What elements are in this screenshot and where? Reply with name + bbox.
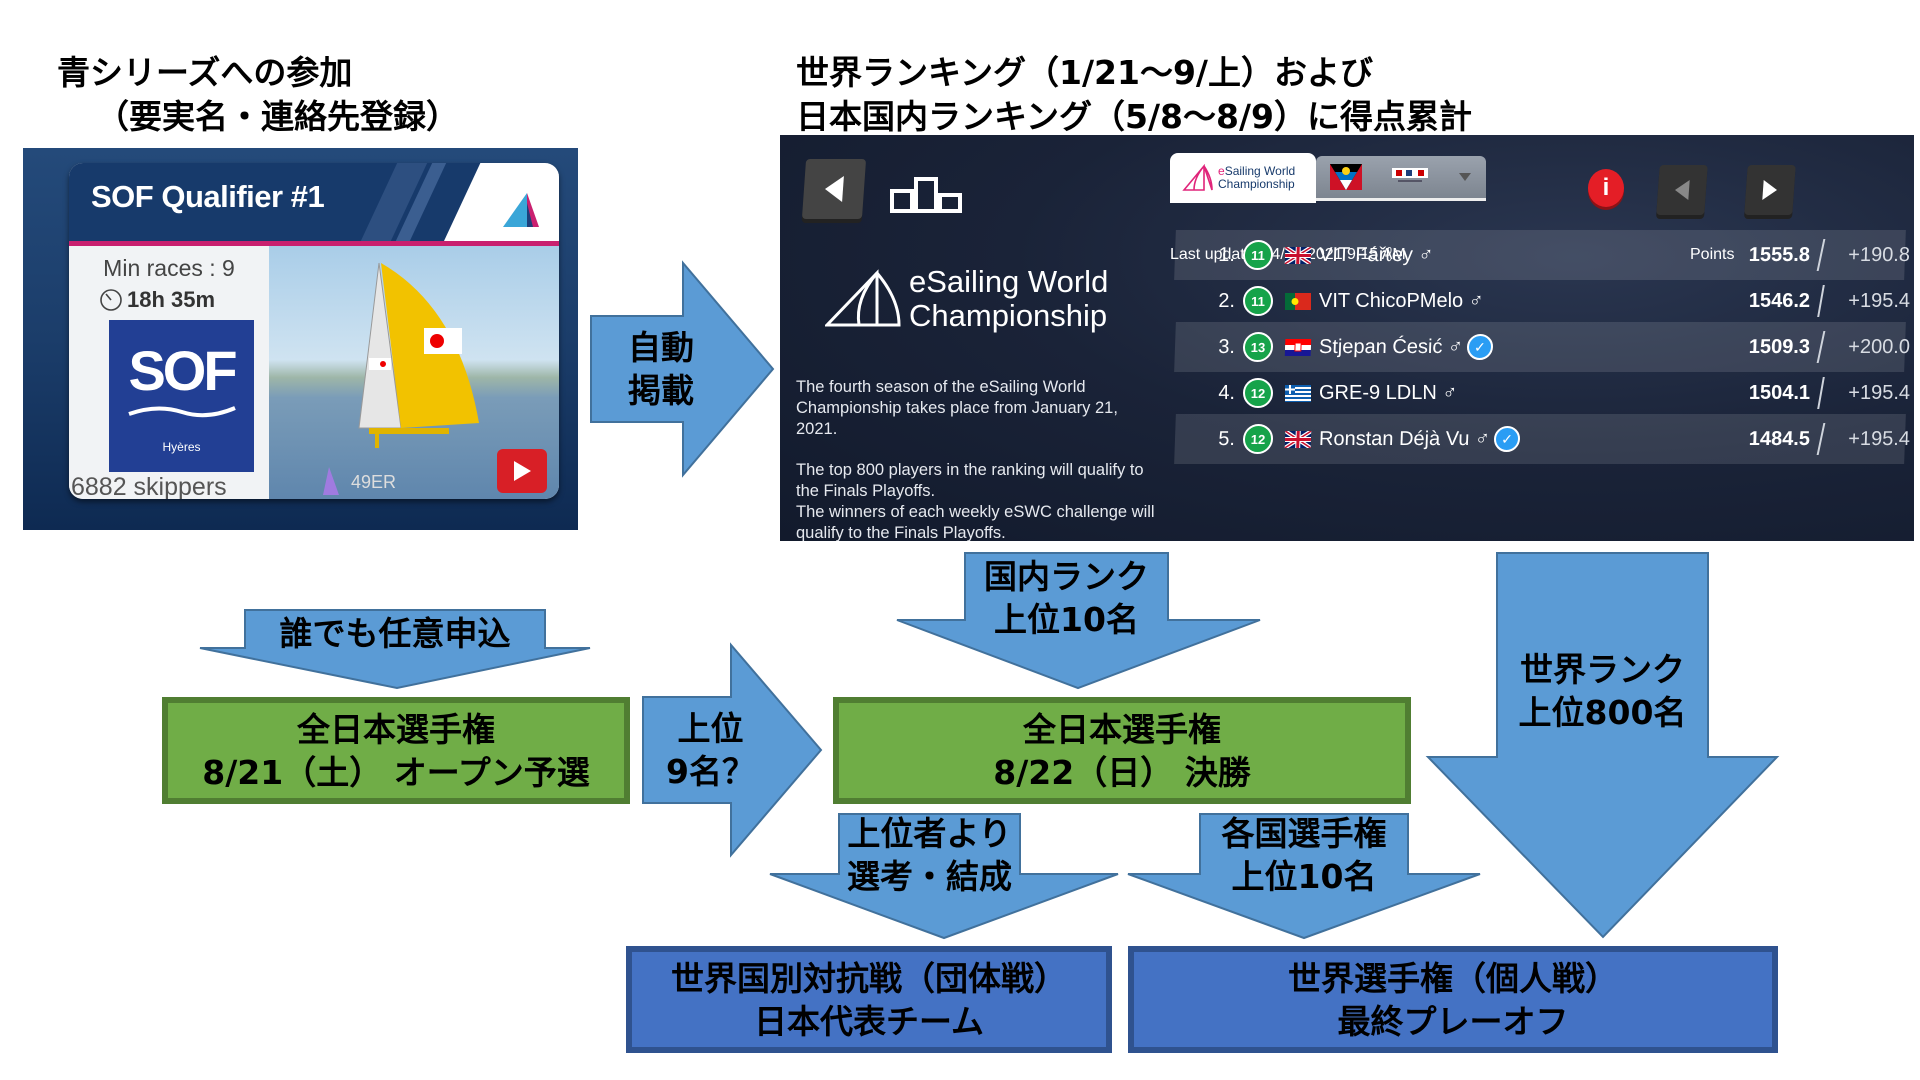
ranking-row[interactable]: 2. 11 VIT ChicoPMelo ♂ 1546.2 +195.4	[1175, 276, 1910, 326]
skippers-count: 6882 skippers	[71, 473, 227, 499]
wave-icon	[127, 406, 236, 418]
time-remaining: 18h 35m	[99, 287, 215, 313]
sof-logo: SOF Hyères	[109, 320, 254, 472]
flag-antigua-icon	[1330, 164, 1362, 190]
clock-icon	[100, 289, 122, 311]
card-title: SOF Qualifier #1	[91, 179, 325, 214]
next-page-button[interactable]	[1744, 165, 1796, 215]
arrow-domestic-top10-label: 国内ランク上位10名	[984, 557, 1149, 639]
boat-class-icon	[323, 467, 339, 495]
flag-portugal-icon	[1285, 292, 1311, 310]
sof-qualifier-card[interactable]: SOF Qualifier #1 Min races : 9 18h 35m S…	[69, 163, 559, 499]
min-races: Min races : 9	[103, 255, 235, 281]
heading-domestic-ranking: 日本国内ランキング（5/8〜8/9）に得点累計	[796, 97, 1472, 136]
heading-world-ranking: 世界ランキング（1/21〜9/上）および	[796, 53, 1373, 92]
tab-country-select[interactable]	[1316, 156, 1486, 201]
sailboat-image	[358, 262, 479, 448]
previous-page-button[interactable]	[1656, 165, 1708, 215]
flag-croatia-icon	[1284, 338, 1312, 356]
ranking-row[interactable]: 4. 12 GRE-9 LDLN ♂ 1504.1 +195.4	[1175, 368, 1910, 418]
heading-registration-note: （要実名・連絡先登録）	[96, 97, 459, 136]
timer-value: 18h 35m	[127, 287, 216, 312]
flag-greece-icon	[1285, 384, 1311, 402]
arrow-anyone-apply-label: 誰でも任意申込	[279, 614, 511, 653]
season-description: The fourth season of the eSailing World …	[796, 378, 1155, 541]
boat-class: 49ER	[321, 465, 396, 499]
box-team-world: 世界国別対抗戦（団体戦）日本代表チーム	[626, 946, 1112, 1053]
sof-qualifier-screenshot: SOF Qualifier #1 Min races : 9 18h 35m S…	[23, 148, 578, 530]
player-points: 1504.1	[1748, 381, 1810, 404]
flag-uk-icon	[1284, 430, 1312, 448]
points-delta: +195.4	[1848, 289, 1910, 312]
esailing-sail-icon	[825, 269, 901, 327]
esailing-logo-icon	[1182, 164, 1213, 191]
arrow-top9	[642, 642, 823, 858]
flag-uk-icon	[1284, 246, 1312, 264]
arrow-select-team-label: 上位者より選考・結成	[847, 814, 1012, 896]
level-badge: 11	[1243, 286, 1273, 316]
arrow-domestic-top10	[896, 552, 1261, 690]
card-header: SOF Qualifier #1	[69, 163, 559, 241]
arrow-anyone-apply	[199, 609, 591, 690]
box-individual-world: 世界選手権（個人戦）最終プレーオフ	[1128, 946, 1778, 1053]
association-logo-icon	[1392, 168, 1428, 182]
rank-position: 2.	[1218, 289, 1235, 312]
arrow-national-top10	[1127, 813, 1481, 940]
points-column-header: Points	[1690, 246, 1735, 263]
heading-series-participation: 青シリーズへの参加	[57, 53, 353, 92]
player-name[interactable]: VIT ChicoPMelo ♂	[1319, 289, 1484, 312]
header-divider	[69, 241, 559, 246]
points-delta: +195.4	[1848, 381, 1910, 404]
arrow-left-icon	[1675, 180, 1690, 200]
rank-position: 4.	[1218, 381, 1235, 404]
back-button[interactable]	[801, 159, 867, 219]
play-icon	[514, 461, 531, 481]
player-points: 1546.2	[1748, 289, 1810, 312]
player-name[interactable]: GRE-9 LDLN ♂	[1319, 381, 1458, 404]
podium-icon	[890, 177, 962, 213]
level-badge: 12	[1243, 378, 1273, 408]
arrow-auto-post-label: 自動掲載	[628, 328, 694, 410]
play-button[interactable]	[497, 449, 547, 493]
arrow-right-icon	[1762, 180, 1778, 200]
arrow-world-top800	[1425, 552, 1780, 939]
arrow-select-team	[769, 813, 1119, 940]
arrow-national-top10-label: 各国選手権上位10名	[1221, 814, 1387, 896]
arrow-auto-post	[590, 260, 775, 478]
arrow-left-icon	[825, 176, 844, 202]
arrow-world-top800-label: 世界ランク上位800名	[1518, 650, 1687, 732]
info-button[interactable]: i	[1588, 169, 1624, 207]
chevron-down-icon	[1459, 173, 1471, 181]
sail-logo-icon	[503, 193, 539, 227]
